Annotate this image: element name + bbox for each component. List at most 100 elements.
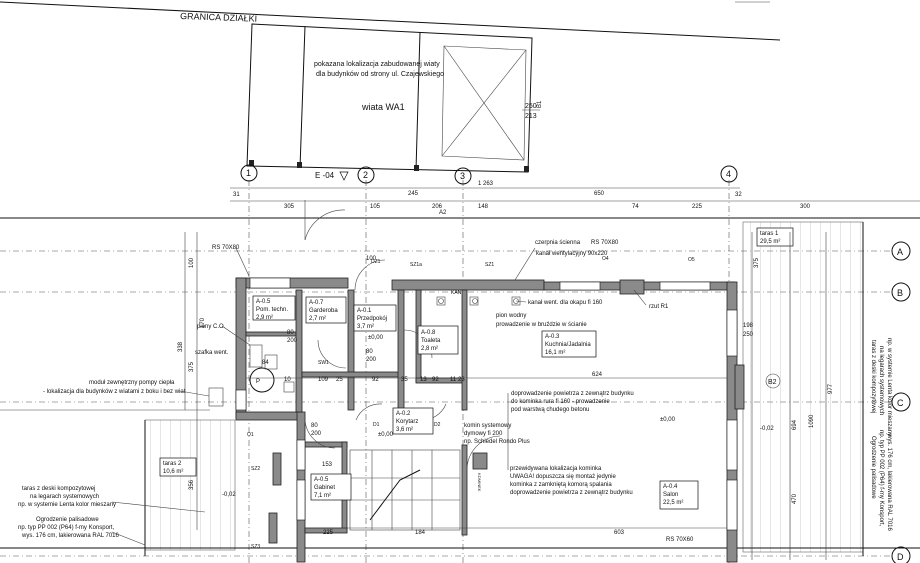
top-dimension-rows: 31 1 263 305 105 245 206 148 650 74 225 …	[230, 181, 920, 210]
room-labels: A-0.5 Pom. techn. 2,9 m² A-0.7 Garderoba…	[252, 295, 699, 510]
staircase	[349, 449, 461, 531]
note-komin-2: dymowy fi 200	[464, 431, 503, 437]
dim-250-right: 250	[743, 332, 754, 338]
dim-10: 10	[284, 377, 291, 383]
dim-109: 109	[318, 377, 329, 383]
axis-1: 1	[246, 168, 251, 178]
dim-32: 32	[735, 192, 742, 198]
dim-153: 153	[322, 462, 333, 468]
room-a01-area: 3,7 m²	[357, 324, 374, 330]
dim-74: 74	[632, 204, 639, 210]
note-ogrodz-left-3: wys. 176 cm, lakierowana RAL 7016	[21, 533, 119, 539]
tag-sz2: SZ2	[251, 466, 260, 472]
dim-200c: 200	[311, 431, 322, 437]
note-kanal-went: kanał wentylacyjny 90x220	[536, 251, 608, 257]
bottom-dimensions: 225 184 603	[305, 527, 727, 536]
left-vertical-dimensions: 100 338 375 356 170	[178, 232, 206, 530]
note-kominek-2: UWAGA! dopuszcza się montaż jedynie	[510, 474, 616, 480]
tag-dz1: DZ1	[371, 259, 381, 265]
dim-300: 300	[800, 204, 811, 210]
carport-note-2: dla budynków od strony ul. Czajewskiego	[316, 71, 444, 78]
dim-80a: 80	[287, 330, 294, 336]
carport-dim-1: 250	[525, 103, 537, 110]
note-pion-2: prowadzenie w bruździe w ścianie	[496, 322, 587, 328]
dim-184: 184	[415, 530, 426, 536]
dim-92: 92	[372, 377, 379, 383]
dim-35: 35	[401, 377, 408, 383]
carport-wa1: pokazana lokalizacja zabudowanej wiaty d…	[246, 23, 543, 173]
room-a01-code: A-0.1	[357, 308, 372, 314]
dim-356: 356	[189, 479, 195, 490]
carport-name: wiata WA1	[361, 102, 405, 112]
note-ogrodz-left-1: Ogrodzenie palisadowe	[36, 517, 99, 523]
axis-d: D	[897, 552, 904, 562]
dim-198: 198	[743, 323, 754, 329]
carport-tag: B1	[537, 100, 543, 108]
dim-650: 650	[594, 191, 605, 197]
dim-1090: 1090	[809, 414, 815, 428]
dim-92b: 92	[432, 377, 439, 383]
axis-2: 2	[363, 170, 368, 180]
dim-225b: 225	[323, 530, 334, 536]
terrace-1-name: taras 1	[760, 231, 779, 237]
note-rs-bottom: RS 70X60	[666, 537, 694, 543]
note-szafka: szafka went.	[195, 350, 229, 356]
tag-sz1: SZ1	[485, 262, 494, 268]
dim-100: 100	[366, 256, 377, 262]
dim-375-left: 375	[189, 361, 195, 372]
room-a02-name: Korytarz	[396, 419, 418, 425]
room-a07-name: Garderoba	[309, 308, 338, 314]
axis-c: C	[897, 398, 904, 408]
boundary-label: GRANICA DZIAŁKI	[180, 11, 257, 24]
note-taras-left-3: np. w systemie Lenta kolor mieszany	[18, 502, 116, 508]
level-4: -0,02	[760, 426, 774, 432]
note-right-2: na legarach systemowych	[878, 346, 884, 415]
dim-245: 245	[408, 191, 419, 197]
level-3: ±0,00	[660, 417, 676, 423]
note-komin-1: komin systemowy	[464, 423, 511, 429]
terrace-labels: taras 1 29,5 m² taras 2 10,6 m²	[159, 227, 794, 477]
tag-b2: B2	[768, 379, 777, 386]
room-a05-code: A-0.5	[256, 299, 271, 305]
dim-470: 470	[792, 493, 798, 504]
axis-b: B	[897, 288, 903, 298]
dim-11: 11	[450, 377, 457, 383]
room-a07-code: A-0.7	[309, 300, 324, 306]
axis-a: A	[897, 247, 903, 257]
note-modul-1: moduł zewnętrzny pompy ciepła	[89, 380, 175, 386]
dim-624: 624	[592, 372, 603, 378]
note-rs-left: RS 70X80	[212, 245, 240, 251]
dim-338: 338	[178, 341, 184, 352]
note-doprow-1: doprowadzenie powietrza z zewnątrz budyn…	[511, 391, 634, 397]
tag-o1: O1	[247, 432, 254, 438]
room-a07-area: 2,7 m²	[309, 316, 326, 322]
room-a05-name: Pom. techn.	[256, 307, 288, 313]
site-lines	[0, 217, 920, 556]
exterior-openings	[235, 277, 738, 531]
room-a04-name: Salon	[663, 492, 678, 498]
note-right-5: np. typ PP 002 (P64) f-my Konsport,	[878, 430, 884, 527]
tag-o4: O4	[602, 256, 609, 262]
level-1: ±0,00	[368, 335, 384, 341]
note-taras-left-1: taras z deski kompozytowej	[22, 486, 95, 492]
room-a01-name: Przedpokój	[357, 316, 387, 322]
level-2: ±0,00	[378, 432, 394, 438]
note-right-3: np. w systemie Lenta kolor mieszany	[886, 338, 892, 436]
note-kominek-4: doprowadzenie powietrza z zewnątrz budyn…	[510, 490, 633, 496]
room-a08-name: Toaleta	[421, 338, 441, 344]
dim-206: 206	[432, 204, 443, 210]
note-pion: pion wodny	[496, 313, 526, 319]
note-rs-right: RS 70X80	[591, 240, 619, 246]
terrace-2-area: 10,6 m²	[163, 469, 183, 475]
room-a06-code: A-0.5	[314, 477, 329, 483]
note-czerpnia: czerpnia ścienna	[535, 240, 581, 246]
tag-sw1: SW1	[318, 360, 329, 366]
terrace-1-area: 29,5 m²	[760, 239, 780, 245]
note-ogrodz-left-2: np. typ PP 002 (P64) f-my Konsport,	[18, 525, 115, 531]
tag-sz3: SZ3	[251, 544, 260, 550]
room-a02-area: 3,6 m²	[396, 427, 413, 433]
level-5: -0,02	[222, 492, 236, 498]
room-a05-area: 2,9 m²	[256, 315, 273, 321]
